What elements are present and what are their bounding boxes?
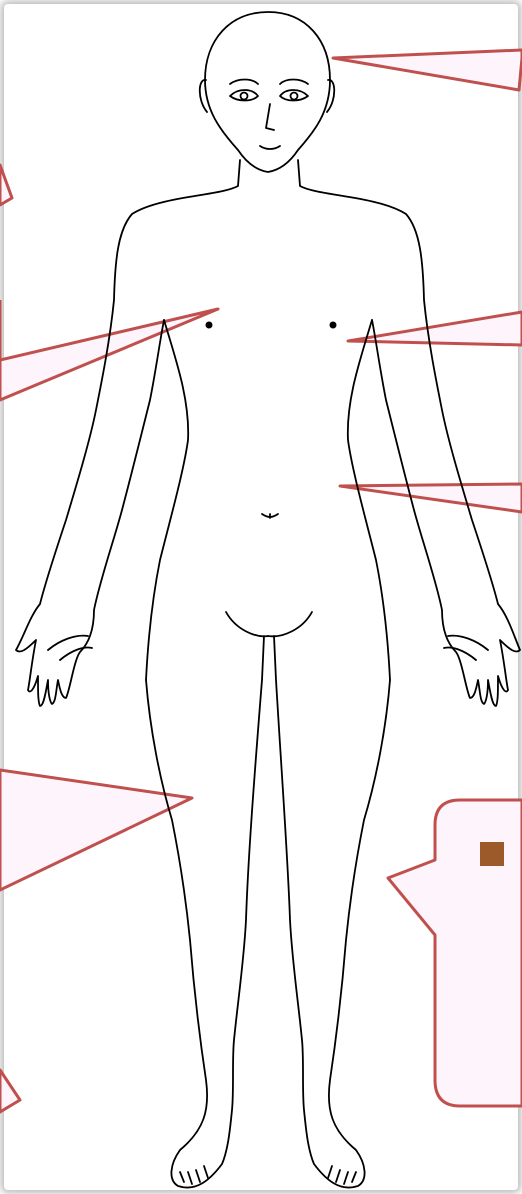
mouth xyxy=(260,146,280,149)
nipple-right-chest xyxy=(206,322,211,327)
fingers-right xyxy=(444,636,488,660)
arm-inner-right xyxy=(348,320,390,680)
nipple-left-chest xyxy=(330,322,335,327)
legend-bullet-square xyxy=(480,842,504,866)
groin-curve xyxy=(226,612,312,636)
brow-right xyxy=(280,80,308,85)
brow-left xyxy=(230,80,258,85)
callout-abdomen xyxy=(340,484,522,512)
leg-left-outer xyxy=(146,636,264,1188)
callout-right-chest xyxy=(0,300,218,400)
fingers-left xyxy=(48,636,92,660)
nose xyxy=(266,104,274,130)
torso-left-outline xyxy=(16,160,240,706)
callout-edge-top xyxy=(0,165,12,205)
callout-layer xyxy=(0,50,522,1112)
arm-inner-left xyxy=(146,320,188,680)
callout-lower-leg xyxy=(0,1070,20,1112)
torso-right-outline xyxy=(298,160,520,706)
pupil-left xyxy=(241,93,248,100)
callout-head xyxy=(333,50,522,90)
leg-right-outer xyxy=(274,636,390,1188)
navel xyxy=(262,514,278,518)
pupil-right xyxy=(291,93,298,100)
